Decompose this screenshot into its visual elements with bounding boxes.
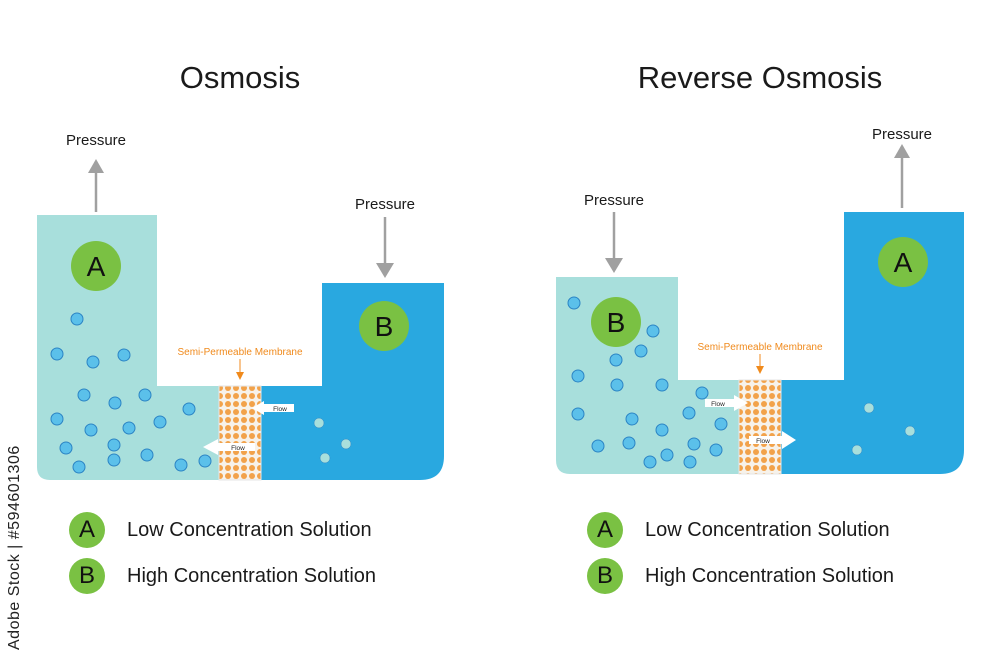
osmosis-legend-a: A Low Concentration Solution bbox=[69, 512, 372, 548]
osmosis-badge-a-letter: A bbox=[87, 251, 106, 282]
reverse-particles-left bbox=[567, 296, 728, 469]
reverse-pressure-left-label: Pressure bbox=[584, 192, 644, 209]
osmosis-panel: Flow Flow Semi-Permeable Membrane Pressu… bbox=[37, 132, 444, 481]
osmosis-badge-b: B bbox=[359, 301, 409, 351]
osmosis-badge-b-letter: B bbox=[375, 311, 394, 342]
reverse-pressure-up-arrow bbox=[894, 144, 910, 208]
reverse-membrane-label: Semi-Permeable Membrane bbox=[697, 342, 822, 353]
osmosis-flow-top-label: Flow bbox=[273, 406, 287, 413]
osmosis-flow-bottom-label: Flow bbox=[231, 445, 245, 452]
reverse-pressure-down-arrow bbox=[605, 212, 623, 273]
osmosis-title: Osmosis bbox=[179, 60, 301, 95]
reverse-osmosis-title: Reverse Osmosis bbox=[637, 60, 883, 95]
osmosis-pressure-down-arrow bbox=[376, 217, 394, 278]
reverse-legend-b-badge: B bbox=[587, 558, 623, 594]
reverse-membrane-pointer bbox=[756, 354, 764, 374]
reverse-legend-a-text: Low Concentration Solution bbox=[645, 518, 890, 541]
osmosis-membrane-label: Semi-Permeable Membrane bbox=[177, 347, 302, 358]
osmosis-membrane-pointer bbox=[236, 359, 244, 380]
osmosis-legend-b-badge: B bbox=[69, 558, 105, 594]
osmosis-membrane bbox=[218, 385, 262, 481]
reverse-panel: Flow Flow Semi-Permeable Membrane Pressu… bbox=[556, 126, 964, 475]
osmosis-pressure-up-arrow bbox=[88, 159, 104, 212]
osmosis-pressure-left-label: Pressure bbox=[66, 132, 126, 149]
reverse-flow-top-arrow: Flow bbox=[705, 395, 748, 411]
reverse-flow-top-label: Flow bbox=[711, 401, 725, 408]
reverse-legend-b-text: High Concentration Solution bbox=[645, 564, 895, 587]
reverse-pressure-right-label: Pressure bbox=[872, 126, 932, 143]
reverse-badge-b: B bbox=[591, 297, 641, 347]
reverse-legend-a: A Low Concentration Solution bbox=[587, 512, 890, 548]
osmosis-legend-b: B High Concentration Solution bbox=[69, 558, 376, 594]
stock-id-watermark: Adobe Stock | #594601306 bbox=[6, 445, 23, 650]
reverse-membrane bbox=[738, 379, 782, 475]
reverse-badge-b-letter: B bbox=[607, 307, 626, 338]
osmosis-tank-right bbox=[258, 283, 444, 480]
osmosis-particles-right bbox=[313, 417, 352, 464]
osmosis-legend-a-badge: A bbox=[69, 512, 105, 548]
osmosis-particles-left bbox=[50, 312, 212, 474]
osmosis-legend-a-text: Low Concentration Solution bbox=[127, 518, 372, 541]
osmosis-badge-a: A bbox=[71, 241, 121, 291]
reverse-legend-b: B High Concentration Solution bbox=[587, 558, 894, 594]
reverse-legend-a-badge: A bbox=[587, 512, 623, 548]
reverse-flow-bottom-label: Flow bbox=[756, 438, 770, 445]
reverse-particles-right bbox=[851, 402, 916, 456]
reverse-badge-a: A bbox=[878, 237, 928, 287]
reverse-flow-bottom-arrow: Flow bbox=[749, 431, 796, 449]
osmosis-legend-b-text: High Concentration Solution bbox=[127, 564, 377, 587]
reverse-badge-a-letter: A bbox=[894, 247, 913, 278]
osmosis-pressure-right-label: Pressure bbox=[355, 196, 415, 213]
osmosis-flow-top-arrow: Flow bbox=[252, 401, 294, 415]
osmosis-flow-bottom-arrow: Flow bbox=[203, 439, 255, 455]
